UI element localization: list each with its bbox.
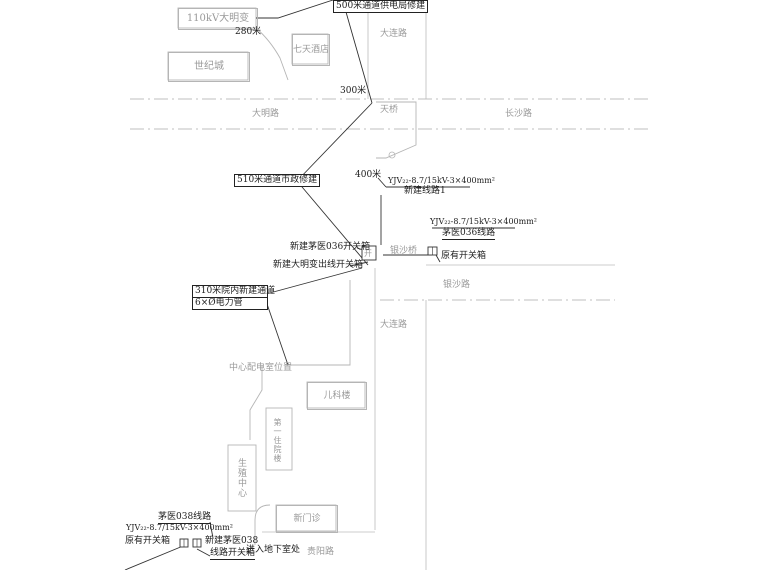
maoyi-038-label: 茅医038线路: [158, 512, 212, 524]
cable-spec-maoyi-label: YJV₂₂-8.7/15kV-3×400mm²: [430, 217, 538, 226]
open-mark-label: 开: [364, 249, 372, 258]
route-500-to-bridge: [345, 11, 373, 104]
old-path-top: [255, 27, 289, 81]
substation-label: 110kV大明变: [178, 8, 258, 30]
cable-spec-038-label: YJV₂₂-8.7/15kV-3×400mm²: [126, 523, 234, 532]
center-room-label: 中心配电室位置: [229, 363, 293, 373]
building-1-label: 第一住院楼: [273, 418, 282, 463]
new-038-box-line-1: 新建茅医038: [205, 536, 259, 546]
building-1-outline: [265, 407, 293, 471]
maoyi-036-label: 茅医036线路: [442, 228, 496, 240]
seven-days-label: 七天酒店: [292, 34, 330, 66]
existing-switch-left-label: 原有开关箱: [125, 536, 171, 546]
bridge-label: 天桥: [380, 105, 399, 115]
route-400-leader: [377, 177, 387, 188]
gov-note-label: 510米通道市政修建: [234, 174, 321, 187]
dist-280-label: 280米: [235, 27, 262, 37]
yinsha-road-label: 银沙路: [443, 280, 471, 290]
enter-basement-label: 进入地下室处: [246, 545, 301, 555]
new-036-box-label: 新建茅医036开关箱: [290, 242, 371, 252]
route-038-leader-2: [196, 548, 211, 557]
basement-curve: [254, 504, 271, 545]
new-clinic-label: 新门诊: [276, 505, 338, 533]
hosp-note-line-2: 6×Ø电力管: [195, 298, 243, 308]
top-note-label: 500米通道供电局修建: [333, 0, 429, 13]
route-lower-left: [124, 545, 184, 570]
guiyang-road-label: 贵阳路: [307, 547, 335, 557]
new-daming-box-label: 新建大明变出线开关箱: [273, 260, 364, 270]
hosp-note-box: 310米院内新建通道 6×Ø电力管: [192, 285, 276, 310]
century-city-label: 世纪城: [168, 52, 250, 82]
switchbox-036: [361, 245, 377, 261]
dist-400-label: 400米: [355, 170, 382, 180]
center-room-path: [285, 280, 351, 366]
route-510-to-box: [296, 180, 369, 266]
route-bridge-to-510: [296, 102, 373, 182]
dist-300-label: 300米: [340, 86, 367, 96]
dalian-road-north-label: 大连路: [380, 29, 408, 39]
life-center-outline: [227, 444, 257, 512]
route-daming-box-leader: [349, 261, 369, 267]
changsha-road-label: 长沙路: [505, 109, 533, 119]
existing-switch-right-label: 原有开关箱: [441, 251, 487, 261]
route-box-to-310: [265, 267, 363, 295]
pediatrics-label: 儿科楼: [307, 382, 367, 410]
route-310-to-center: [265, 300, 289, 366]
route-right-box-leader: [435, 254, 441, 263]
daming-road-label: 大明路: [252, 109, 280, 119]
new-038-box-line-2: 线路开关箱: [210, 548, 256, 560]
bridge-outline: [376, 101, 417, 159]
dalian-road-south-label: 大连路: [380, 320, 408, 330]
campus-path: [249, 365, 263, 440]
route-038-leader: [209, 521, 214, 539]
new-line-1-label: 新建线路1: [404, 186, 446, 196]
hosp-note-line-1: 310米院内新建通道: [193, 286, 276, 298]
route-top: [256, 0, 334, 19]
yinsha-bridge-label: 银沙桥: [390, 246, 418, 256]
life-center-label: 生殖中心: [236, 458, 246, 498]
bridge-marker: [388, 151, 396, 159]
cable-spec-new-label: YJV₂₂-8.7/15kV-3×400mm²: [388, 176, 496, 185]
